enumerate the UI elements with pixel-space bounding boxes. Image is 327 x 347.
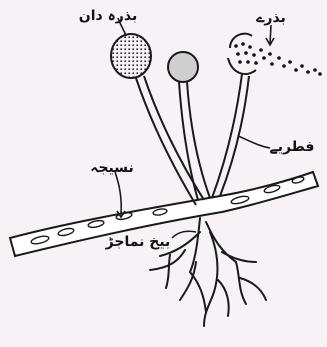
spores-pointer	[270, 25, 271, 44]
spore	[244, 51, 248, 55]
spore	[300, 64, 304, 68]
spores-cluster	[234, 42, 322, 76]
spore	[294, 68, 298, 72]
rhizoid-label: بیخ نماجڑ	[105, 234, 171, 250]
spore	[238, 60, 242, 64]
spore	[277, 56, 281, 60]
spore	[262, 56, 266, 60]
spore	[282, 64, 286, 68]
spore	[241, 42, 245, 46]
sporangiophore-pointer	[238, 136, 270, 148]
sporangiophores	[136, 74, 249, 205]
rhizoid-pointer	[172, 231, 196, 238]
sporangium-left	[111, 34, 151, 78]
spore	[268, 52, 272, 56]
sporangium-middle	[168, 52, 198, 82]
spore	[236, 52, 240, 56]
spore	[259, 48, 263, 52]
spore	[234, 44, 238, 48]
hypha-pointer	[115, 172, 121, 214]
spore	[248, 45, 252, 49]
spore	[252, 53, 256, 57]
sporangium-right	[228, 34, 256, 74]
spore	[288, 60, 292, 64]
spore	[270, 62, 274, 66]
spore	[254, 61, 258, 65]
spore	[313, 68, 317, 72]
sporangiophore-label: فطریے	[270, 139, 315, 155]
spore	[246, 60, 250, 64]
spore	[306, 70, 310, 74]
hypha-label: نسیجہ	[90, 160, 134, 176]
spore	[318, 72, 322, 76]
sporangium-label: بذرہ دان	[79, 8, 137, 24]
spores-label: بذرے	[255, 10, 286, 26]
